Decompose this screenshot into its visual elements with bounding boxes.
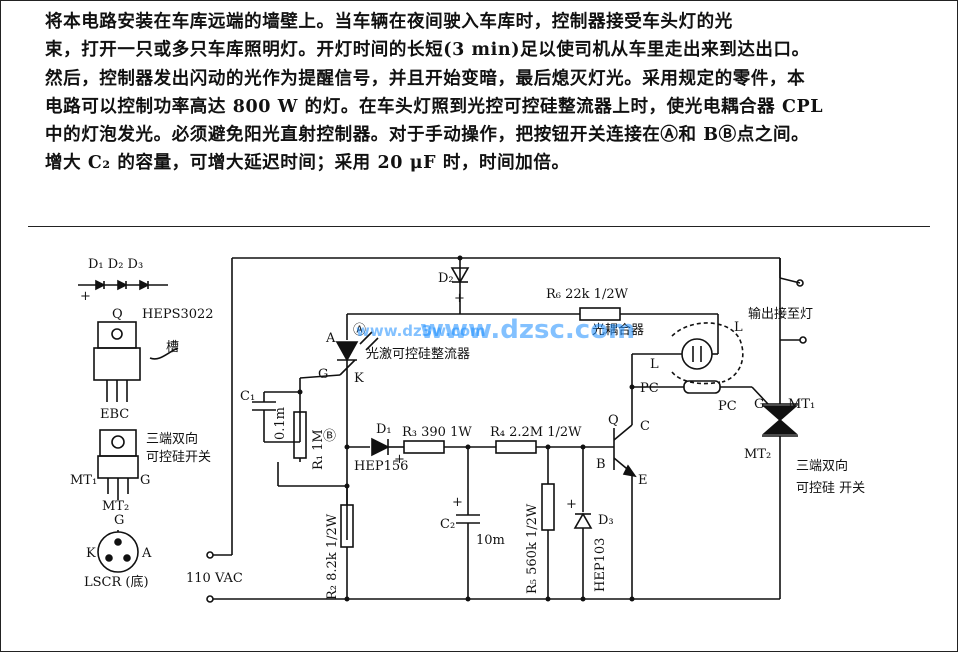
label-c: C: [640, 419, 650, 434]
label-b: B: [596, 457, 606, 472]
label-d3: D₃: [598, 513, 614, 528]
label-triac-line2: 可控硅 开关: [796, 481, 865, 496]
legend-mt1: MT₁: [70, 473, 97, 488]
legend-slot: 槽: [166, 340, 179, 355]
label-r5: R₅ 560k 1/2W: [525, 503, 540, 594]
label-r3: R₃ 390 1W: [402, 425, 472, 440]
description-line: 中的灯泡发光。必须避免阳光直射控制器。对于手动操作，把按钮开关连接在Ⓐ和 BⒷ点…: [45, 125, 810, 146]
label-c2-plus: +: [452, 495, 463, 510]
label-d3-part: HEP103: [593, 538, 608, 592]
label-d2-plus: +: [454, 291, 465, 306]
label-r6: R₆ 22k 1/2W: [546, 287, 629, 302]
section-divider: [28, 226, 930, 227]
legend-triac-line2: 可控硅开关: [146, 450, 211, 465]
label-pc-right: PC: [718, 399, 737, 414]
label-supply: 110 VAC: [186, 571, 243, 586]
description-line: 增大 C₂ 的容量，可增大延迟时间；采用 20 μF 时，时间加倍。: [45, 153, 570, 174]
label-d1: D₁: [376, 422, 392, 437]
legend-lscr-caption: LSCR (底): [84, 574, 149, 590]
label-coupler: 光耦合器: [592, 323, 644, 338]
watermark-small: www.dz3w.com: [356, 322, 486, 340]
legend-triac-line1: 三端双向: [146, 431, 198, 447]
legend-lscr-k: K: [86, 546, 96, 561]
label-node-a: Ⓐ: [353, 323, 366, 338]
label-r2: R₂ 8.2k 1/2W: [325, 513, 340, 600]
legend-g: G: [140, 473, 150, 488]
label-node-b: Ⓑ: [323, 429, 336, 444]
label-d3-plus: +: [566, 497, 577, 512]
label-d1-plus: +: [394, 452, 405, 467]
label-output: 输出接至灯: [748, 306, 813, 322]
label-c2-value: 10m: [476, 533, 505, 548]
description-line: 将本电路安装在车库远端的墙壁上。当车辆在夜间驶入车库时，控制器接受车头灯的光: [45, 12, 733, 32]
description-paragraph: 将本电路安装在车库远端的墙壁上。当车辆在夜间驶入车库时，控制器接受车头灯的光 束…: [45, 8, 925, 178]
legend-lscr-a: A: [141, 546, 152, 561]
label-k: K: [354, 371, 364, 386]
label-lscr: 光激可控硅整流器: [366, 347, 470, 362]
legend-heps3022: HEPS3022: [142, 307, 214, 322]
label-triac-g: G: [754, 397, 764, 412]
legend-mt2: MT₂: [102, 499, 129, 514]
label-r1: R₁ 1M: [311, 429, 326, 470]
description-line: 束，打开一只或多只车库照明灯。开灯时间的长短(3 min)足以使司机从车里走出来…: [45, 40, 810, 61]
label-g: G: [318, 367, 328, 382]
label-a: A: [325, 331, 336, 346]
label-pc-left: PC: [640, 381, 659, 396]
label-triac-mt2: MT₂: [744, 447, 771, 462]
label-c1: C₁: [240, 389, 255, 404]
legend-diodes: D₁ D₂ D₃: [88, 257, 143, 272]
label-e: E: [638, 473, 648, 488]
label-q: Q: [608, 413, 619, 428]
legend-lscr-g: G: [114, 513, 124, 528]
description-line: 电路可以控制功率高达 800 W 的灯。在车头灯照到光控可控硅整流器上时，使光电…: [45, 96, 824, 117]
label-l-top: L: [734, 320, 743, 335]
label-c1-value: 0.1m: [273, 407, 288, 440]
label-d2: D₂: [438, 271, 454, 286]
legend-ebc: EBC: [100, 407, 129, 422]
label-l-left: L: [650, 357, 659, 372]
label-c2: C₂: [440, 517, 455, 532]
label-triac-mt1: MT₁: [788, 397, 815, 412]
legend-plus: +: [80, 289, 91, 304]
legend-q: Q: [112, 307, 123, 322]
description-line: 然后，控制器发出闪动的光作为提醒信号，并且开始变暗，最后熄灭灯光。采用规定的零件…: [45, 68, 806, 89]
label-d1-part: HEP156: [354, 459, 408, 474]
label-triac-line1: 三端双向: [796, 458, 848, 474]
label-r4: R₄ 2.2M 1/2W: [490, 425, 582, 440]
watermark-site: www.dzsc.com: [420, 315, 635, 345]
